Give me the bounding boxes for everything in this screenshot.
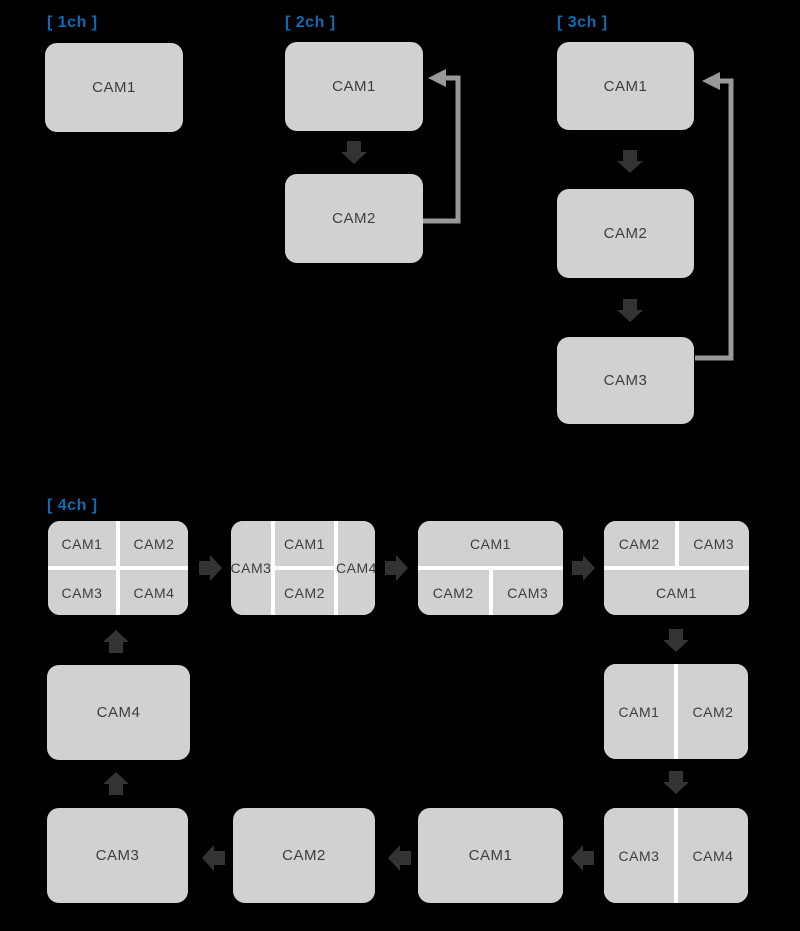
cam-pane: CAM1 (604, 664, 674, 759)
ch4-step3-top-wide-box: CAM1 CAM2 CAM3 (418, 521, 563, 615)
cam-pane: CAM1 (418, 521, 563, 566)
ch3-cam1-box: CAM1 (557, 42, 694, 130)
flow-arrow-down-icon (341, 141, 367, 164)
loop-back-arrow (423, 69, 461, 224)
flow-arrow-down-icon (617, 299, 643, 322)
flow-arrow-right-icon (385, 555, 408, 581)
loop-back-arrow (695, 72, 734, 361)
ch4-step1-quad-box: CAM1 CAM2 CAM3 CAM4 (48, 521, 188, 615)
cam-pane: CAM2 (418, 570, 489, 615)
flow-arrow-down-icon (663, 629, 689, 652)
ch3-cam3-box: CAM3 (557, 337, 694, 424)
ch4-step2-center-split-box: CAM3 CAM1 CAM2 CAM4 (231, 521, 375, 615)
cam-pane: CAM3 (604, 808, 674, 903)
ch4-step6-two-up-box: CAM3 CAM4 (604, 808, 748, 903)
cam-pane: CAM1 (275, 521, 334, 566)
section-label-1ch: [ 1ch ] (47, 14, 98, 31)
ch3-cam2-box: CAM2 (557, 189, 694, 278)
ch4-step8-cam2-box: CAM2 (233, 808, 375, 903)
cam-pane: CAM2 (678, 664, 748, 759)
flow-arrow-up-icon (103, 630, 129, 653)
ch1-cam1-box: CAM1 (45, 43, 183, 132)
ch4-step9-cam3-box: CAM3 (47, 808, 188, 903)
ch2-cam1-box: CAM1 (285, 42, 423, 131)
cam-pane: CAM3 (48, 570, 116, 615)
cam-pane: CAM4 (336, 521, 375, 615)
flow-arrow-down-icon (617, 150, 643, 173)
flow-arrow-left-icon (571, 845, 594, 871)
cam-pane: CAM4 (678, 808, 748, 903)
cam-pane: CAM2 (604, 521, 675, 566)
ch2-cam2-box: CAM2 (285, 174, 423, 263)
ch4-step5-two-up-box: CAM1 CAM2 (604, 664, 748, 759)
cam-pane: CAM2 (120, 521, 188, 566)
section-label-3ch: [ 3ch ] (557, 14, 608, 31)
flow-arrow-left-icon (388, 845, 411, 871)
cam-pane: CAM3 (231, 521, 271, 615)
cam-pane: CAM4 (120, 570, 188, 615)
ch4-step10-cam4-box: CAM4 (47, 665, 190, 760)
flow-arrow-down-icon (663, 771, 689, 794)
flow-arrow-left-icon (202, 845, 225, 871)
flow-arrow-right-icon (199, 555, 222, 581)
ch4-step4-bottom-wide-box: CAM2 CAM3 CAM1 (604, 521, 749, 615)
cam-pane: CAM1 (604, 570, 749, 615)
section-label-2ch: [ 2ch ] (285, 14, 336, 31)
section-label-4ch: [ 4ch ] (47, 497, 98, 514)
cam-pane: CAM3 (678, 521, 749, 566)
cam-pane: CAM3 (492, 570, 563, 615)
cam-pane: CAM2 (275, 570, 334, 615)
flow-arrow-right-icon (572, 555, 595, 581)
ch4-step7-cam1-box: CAM1 (418, 808, 563, 903)
flow-arrow-up-icon (103, 772, 129, 795)
cam-pane: CAM1 (48, 521, 116, 566)
